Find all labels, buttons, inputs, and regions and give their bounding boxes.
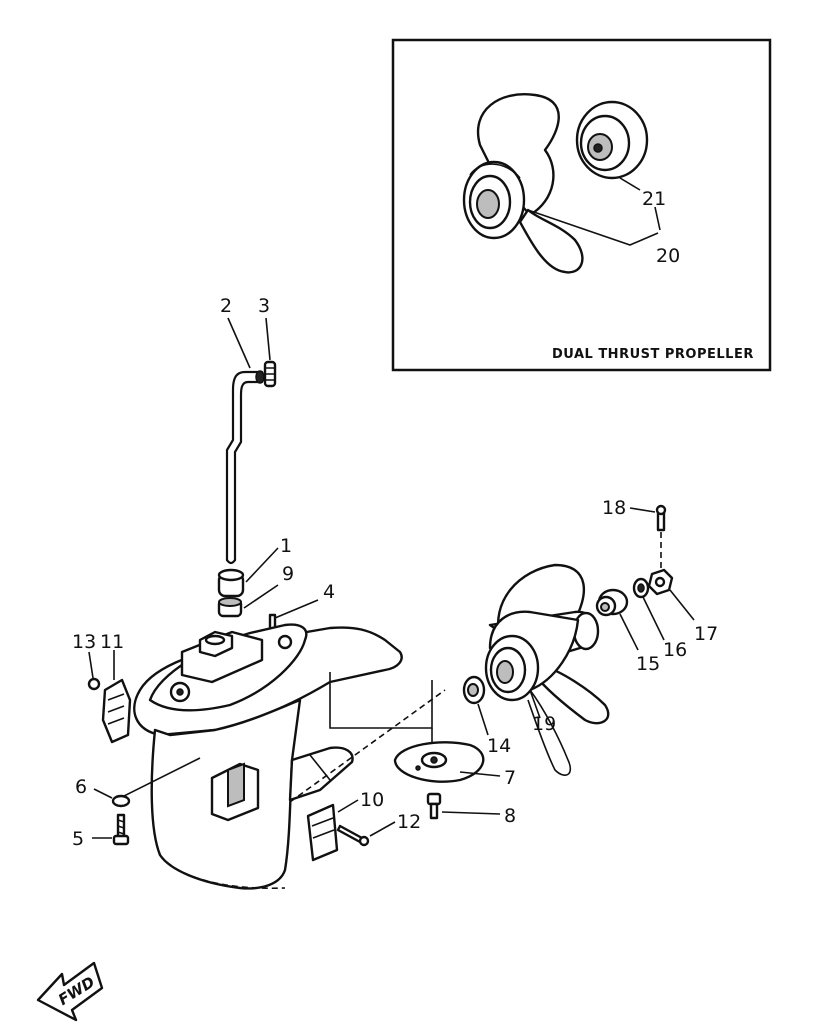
callout-4: 4 (323, 581, 335, 603)
callout-3: 3 (258, 295, 270, 317)
callout-numbers: 2 3 1 9 4 13 11 6 5 10 12 7 8 14 19 15 1… (72, 295, 718, 850)
callout-14: 14 (487, 735, 511, 757)
callout-12: 12 (397, 811, 421, 833)
washer-16 (632, 577, 665, 641)
callout-8: 8 (504, 805, 516, 827)
fwd-direction-arrow: FWD (36, 961, 104, 1022)
bolt-5-washer-6 (92, 788, 131, 846)
inset-hub-21 (575, 100, 649, 180)
callout-18: 18 (602, 497, 626, 519)
inset-frame (391, 38, 772, 372)
callout-17: 17 (694, 623, 718, 645)
spacer-15 (595, 588, 639, 651)
anode-10-screw-12 (306, 799, 396, 862)
propeller-19 (484, 563, 610, 776)
bracket-11-bolt-13 (87, 650, 132, 744)
callout-15: 15 (636, 653, 660, 675)
grommet-1-seal-9 (217, 547, 279, 618)
trim-tab-7-bolt-8 (393, 741, 501, 820)
inset-callout-21: 21 (642, 188, 666, 210)
callout-2: 2 (220, 295, 232, 317)
inset-caption: DUAL THRUST PROPELLER (552, 347, 754, 362)
callout-5: 5 (72, 828, 84, 850)
callout-11: 11 (100, 631, 124, 653)
thrust-washer-14 (462, 675, 489, 736)
callout-19: 19 (532, 713, 556, 735)
callout-10: 10 (360, 789, 384, 811)
callout-7: 7 (504, 767, 516, 789)
cotter-pin-18 (629, 504, 667, 568)
inset-propeller-20 (462, 93, 584, 274)
lower-casing (119, 623, 446, 890)
callout-16: 16 (663, 639, 687, 661)
callout-1: 1 (280, 535, 292, 557)
water-tube-assembly (225, 317, 277, 565)
callout-9: 9 (282, 563, 294, 585)
nut-17 (647, 568, 695, 621)
inset-callout-20: 20 (656, 245, 680, 267)
dual-thrust-propeller-inset: 21 20 DUAL THRUST PROPELLER (391, 38, 772, 372)
callout-6: 6 (75, 776, 87, 798)
callout-13: 13 (72, 631, 96, 653)
